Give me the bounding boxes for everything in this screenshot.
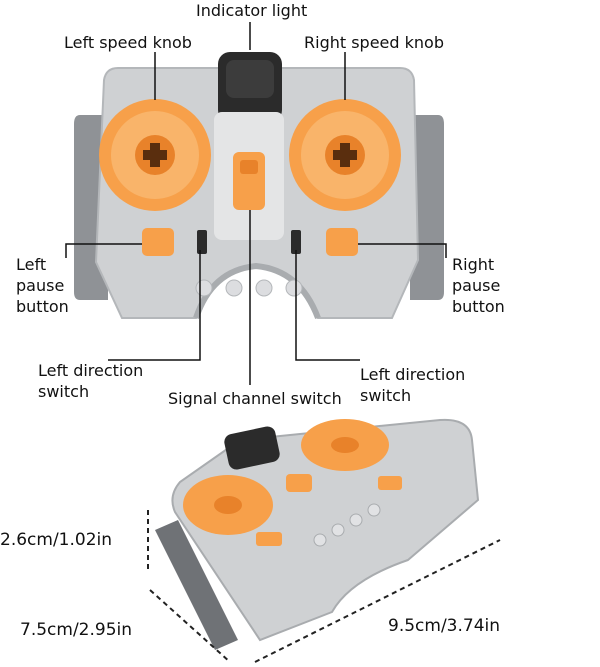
label-left-speed-knob: Left speed knob [64,33,192,52]
stud [255,279,273,297]
remote-perspective [155,418,480,650]
label-left-pause-button: Left pause button [16,255,69,316]
perspective-side-rail [155,520,238,650]
label-right-pause-button: Right pause button [452,255,505,316]
dimension-height: 2.6cm/1.02in [0,530,113,550]
perspective-right-pause [378,476,402,490]
label-signal-channel-switch: Signal channel switch [168,389,342,408]
stud [195,279,213,297]
right-pause-button [326,228,358,256]
dimension-lines [147,510,501,663]
label-left-direction-switch: Left direction switch [38,361,144,401]
perspective-channel-switch [286,474,312,492]
right-direction-switch [291,230,301,254]
dimension-width: 9.5cm/3.74in [388,616,501,636]
stud [225,279,243,297]
right-axle-icon [333,143,357,167]
perspective-left-pause [256,532,282,546]
stud [285,279,303,297]
perspective-body [171,418,480,642]
perspective-right-knob-hub [331,437,359,453]
perspective-indicator [224,426,280,470]
perspective-left-knob-hub [214,496,242,514]
label-indicator-light: Indicator light [196,1,308,20]
left-direction-switch [197,230,207,254]
indicator-light-lens [226,60,274,98]
label-right-speed-knob: Right speed knob [304,33,444,52]
left-axle-icon [143,143,167,167]
label-left-direction-switch-2: Left direction switch [360,365,466,405]
callout-lines [65,22,447,385]
left-pause-button [142,228,174,256]
dimension-depth: 7.5cm/2.95in [20,620,133,640]
signal-channel-switch-grip [240,160,258,174]
